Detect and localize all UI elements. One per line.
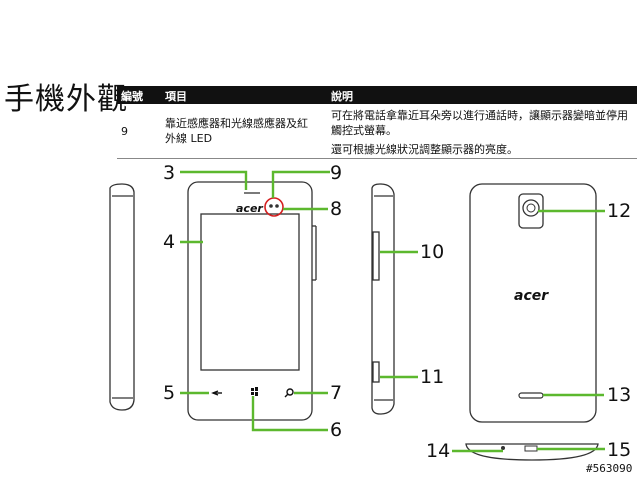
table-header: 編號 項目 說明 [117, 86, 637, 104]
table-row: 9 靠近感應器和光線感應器及紅外線 LED 可在將電話拿靠近耳朵旁以進行通話時，… [117, 108, 637, 166]
callout-14: 14 [426, 440, 451, 462]
sensor-highlight-circle [264, 197, 284, 217]
front-brand-logo: acer [236, 202, 263, 215]
row-description-1: 可在將電話拿靠近耳朵旁以進行通話時，讓顯示器變暗並停用觸控式螢幕。 [331, 109, 628, 137]
back-arrow-icon [211, 390, 222, 396]
callout-15: 15 [607, 439, 632, 461]
callout-9: 9 [330, 162, 343, 184]
phone-right-side-view [371, 183, 395, 415]
page-heading: 手機外觀 [4, 82, 128, 117]
row-number: 9 [121, 125, 128, 138]
phone-back-body [469, 183, 597, 423]
watermark: #563090 [586, 462, 633, 475]
microphone-hole [501, 446, 505, 450]
phone-screen [200, 213, 300, 371]
callout-11: 11 [420, 366, 445, 388]
callout-4: 4 [163, 231, 176, 253]
callout-13: 13 [607, 384, 632, 406]
row-item: 靠近感應器和光線感應器及紅外線 LED [165, 117, 308, 145]
callout-10: 10 [420, 241, 445, 263]
sensor-dot-right [275, 204, 279, 208]
header-description: 說明 [331, 90, 353, 103]
callout-6: 6 [330, 419, 343, 441]
camera-key [372, 361, 380, 383]
callout-lines [180, 170, 605, 453]
phone-front-body [187, 181, 313, 421]
callout-5: 5 [163, 382, 176, 404]
windows-start-icon [251, 387, 258, 396]
camera-lens-icon [522, 199, 540, 217]
callout-3: 3 [163, 162, 176, 184]
volume-key [372, 231, 380, 281]
usb-port [524, 445, 538, 452]
callout-12: 12 [607, 200, 632, 222]
callout-8: 8 [330, 198, 343, 220]
speaker-grille-icon [518, 392, 544, 399]
table-bottom-rule [117, 158, 637, 159]
header-item: 項目 [165, 90, 187, 103]
search-icon [284, 388, 294, 398]
row-description-2: 還可根據光線狀況調整顯示器的亮度。 [331, 143, 518, 156]
sensor-dot-left [269, 204, 273, 208]
header-number: 編號 [121, 90, 143, 103]
phone-left-side-view [109, 183, 135, 411]
back-brand-logo: acer [514, 288, 549, 304]
callout-7: 7 [330, 382, 343, 404]
